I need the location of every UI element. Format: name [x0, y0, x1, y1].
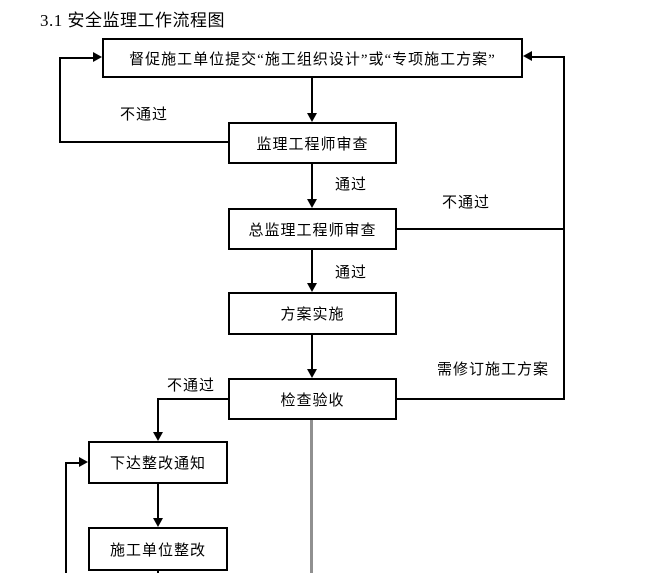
edge-implementation-to-inspection-arrowhead-icon: [307, 369, 317, 378]
edge-review-fail-return-line: [59, 57, 94, 59]
node-contractor-rectification: 施工单位整改: [88, 527, 228, 571]
edge-chief-fail-horizontal-line: [397, 228, 565, 230]
edge-bottom-return-horizontal-line: [65, 462, 80, 464]
node-supervisor-review: 监理工程师审查: [228, 122, 397, 164]
edge-submit-to-review-arrowhead-icon: [307, 113, 317, 122]
edge-submit-to-review-line: [311, 78, 313, 114]
edge-notice-to-rectification-arrowhead-icon: [153, 518, 163, 527]
edge-label-pass-review: 通过: [335, 177, 368, 193]
edge-label-fail-chief-review: 不通过: [442, 195, 491, 211]
edge-review-fail-arrowhead-icon: [93, 52, 102, 62]
edge-right-return-arrowhead-icon: [523, 51, 532, 61]
node-issue-rectification-notice: 下达整改通知: [88, 441, 228, 484]
edge-inspection-revise-horizontal-line: [397, 398, 565, 400]
edge-review-to-chief-line: [311, 164, 313, 200]
node-inspection-acceptance: 检查验收: [228, 378, 397, 420]
edge-inspection-fail-horizontal-line: [158, 398, 228, 400]
node-plan-implementation: 方案实施: [228, 292, 397, 335]
edge-rectification-continuation-stub-line: [157, 569, 159, 573]
edge-chief-to-implementation-line: [311, 250, 313, 284]
node-submit-plan: 督促施工单位提交“施工组织设计”或“专项施工方案”: [102, 38, 523, 78]
edge-label-revise-plan: 需修订施工方案: [437, 362, 550, 378]
edge-chief-to-implementation-arrowhead-icon: [307, 283, 317, 292]
edge-implementation-to-inspection-line: [311, 335, 313, 370]
edge-inspection-fail-vertical-line: [157, 398, 159, 433]
node-chief-supervisor-review: 总监理工程师审查: [228, 208, 397, 250]
edge-bottom-return-vertical-line: [65, 462, 67, 573]
edge-bottom-return-arrowhead-icon: [79, 457, 88, 467]
edge-right-return-top-line: [532, 56, 565, 58]
edge-notice-to-rectification-line: [157, 483, 159, 519]
edge-review-fail-horizontal-line: [59, 141, 228, 143]
edge-inspection-continuation-gray-line: [310, 420, 313, 573]
edge-label-pass-chief-review: 通过: [335, 265, 368, 281]
edge-label-fail-inspection: 不通过: [167, 378, 216, 394]
edge-label-fail-review: 不通过: [120, 107, 169, 123]
edge-inspection-fail-arrowhead-icon: [153, 432, 163, 441]
edge-right-return-vertical-line: [563, 56, 565, 400]
edge-review-to-chief-arrowhead-icon: [307, 199, 317, 208]
edge-review-fail-vertical-line: [59, 57, 61, 143]
page-title: 3.1 安全监理工作流程图: [40, 11, 225, 30]
